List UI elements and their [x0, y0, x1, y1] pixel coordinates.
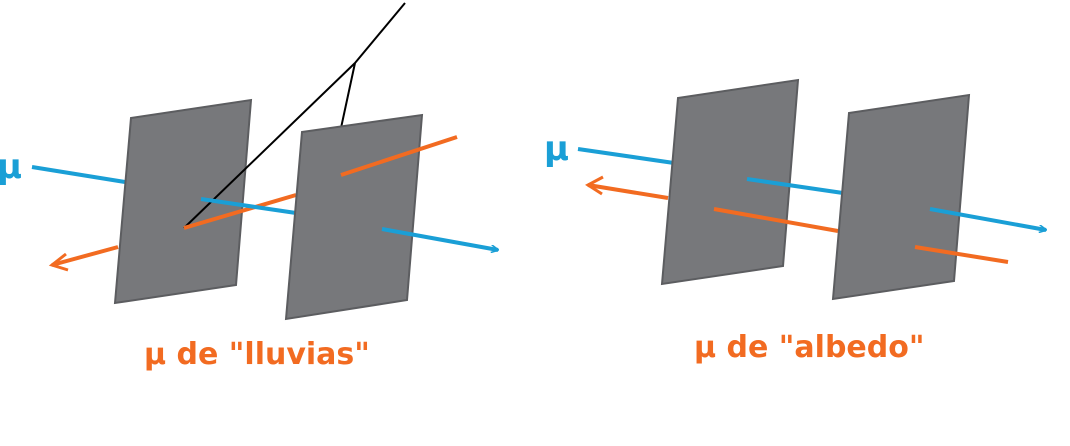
incoming-muon-label: μ [0, 147, 23, 187]
incoming-muon-label: μ [544, 129, 570, 169]
electron-track-out-right [340, 135, 458, 177]
detector-plate-2 [831, 93, 971, 301]
muon-track-between [746, 177, 844, 195]
detector-plate-1 [113, 98, 253, 305]
muon-track-between [200, 197, 297, 215]
detector-plate-2 [284, 113, 424, 321]
electron-track-out-left [48, 245, 119, 272]
electron-track-between [713, 207, 839, 233]
electron-track-out-right [914, 245, 1009, 264]
muon-track-outgoing [929, 207, 1046, 230]
panel-albedo [577, 78, 1046, 301]
electron-track-between [183, 193, 297, 230]
detector-plate-1 [660, 78, 800, 286]
muon-track-outgoing [381, 227, 498, 250]
muon-track-incoming [31, 165, 126, 184]
caption-showers: μ de "lluvias" [144, 337, 370, 372]
muon-track-incoming [577, 147, 675, 165]
caption-albedo: μ de "albedo" [694, 330, 925, 365]
electron-track-out-left [585, 175, 669, 200]
panel-showers [31, 2, 498, 321]
